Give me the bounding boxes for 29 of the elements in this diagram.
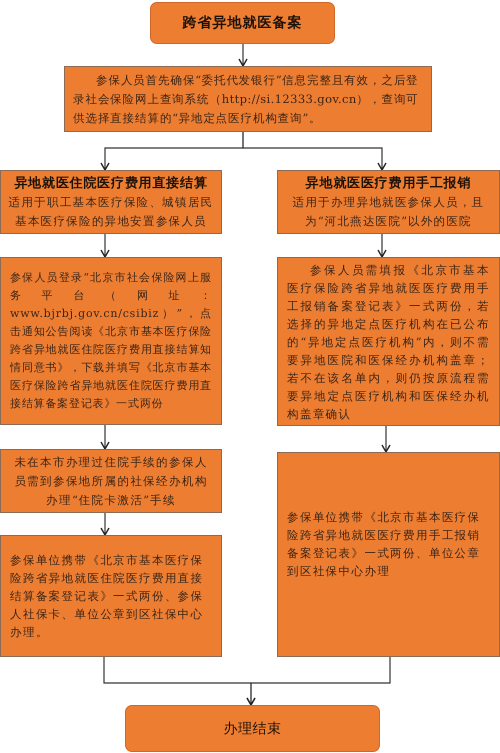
arrow: [238, 44, 248, 67]
terminal-box: [125, 705, 380, 752]
box-text: 参保单位携带《北京市基本医疗保险跨省异地就医住院医疗费用直接结算备案登记表》一式两份、参保人社保卡、单位公章到区社保中心办理。: [10, 552, 204, 641]
process-box: [277, 170, 500, 234]
box-text: 适用于办理异地就医参保人员，且为“河北燕达医院”以外的医院: [292, 194, 486, 230]
arrow: [242, 132, 387, 171]
box-text: 适用于职工基本医疗保险、城镇居民基本医疗保险的异地安置参保人员: [8, 194, 214, 230]
box-text: 参保人员登录“北京市社会保险网上服务平台（网址：www.bjrbj.gov.cn/csibiz）”，点击通知公告阅读《北京市基本医疗保险跨省异地就医住院医疗费用直接结算知情同意书》，下载并填写《北京市基本医疗保险跨省异地就医住院医疗费用直接结算备案登记表》一式两份: [10, 270, 212, 412]
process-box: [0, 170, 222, 234]
arrow: [381, 426, 391, 453]
box-text: 未在本市办理过住院手续的参保人员需到参保地所属的社保经办机构办理“住院卡激活”手续: [13, 454, 209, 508]
box-title: 异地就医住院医疗费用直接结算: [13, 174, 209, 192]
box-title: 异地就医医疗费用手工报销: [304, 174, 472, 192]
process-box: [277, 452, 500, 657]
arrow: [246, 657, 391, 706]
box-text: 参保单位携带《北京市基本医疗保险跨省异地就医医疗费用手工报销备案登记表》一式两份、单位公章到区社保中心办理: [287, 508, 482, 580]
process-box: [0, 535, 222, 657]
arrow: [100, 425, 110, 450]
process-box: [0, 257, 222, 425]
process-box: [0, 449, 222, 513]
arrow: [100, 234, 110, 258]
arrow: [377, 234, 387, 258]
box-title: 办理结束: [224, 720, 282, 738]
process-box: [64, 66, 432, 132]
box-text: 参保人员需填报《北京市基本医疗保险跨省异地就医医疗费用手工报销备案登记表》一式两份，若选择的异地定点医疗机构在已公布的“异地定点医疗机构”内，则不需要异地医院和医保经办机构盖章；若不在该名单内，则仍按原流程需要异地定点医疗机构和医保经办机构盖章确认: [287, 262, 490, 422]
arrow: [100, 513, 110, 536]
box-text: 参保人员首先确保“委托代发银行”信息完整且有效，之后登录社会保险网上查询系统（http://si.12333.gov.cn），查询可供选择直接结算的“异地定点医疗机构查询”。: [73, 72, 420, 126]
box-title: 跨省异地就医备案: [182, 14, 302, 33]
terminal-box: [150, 2, 335, 44]
